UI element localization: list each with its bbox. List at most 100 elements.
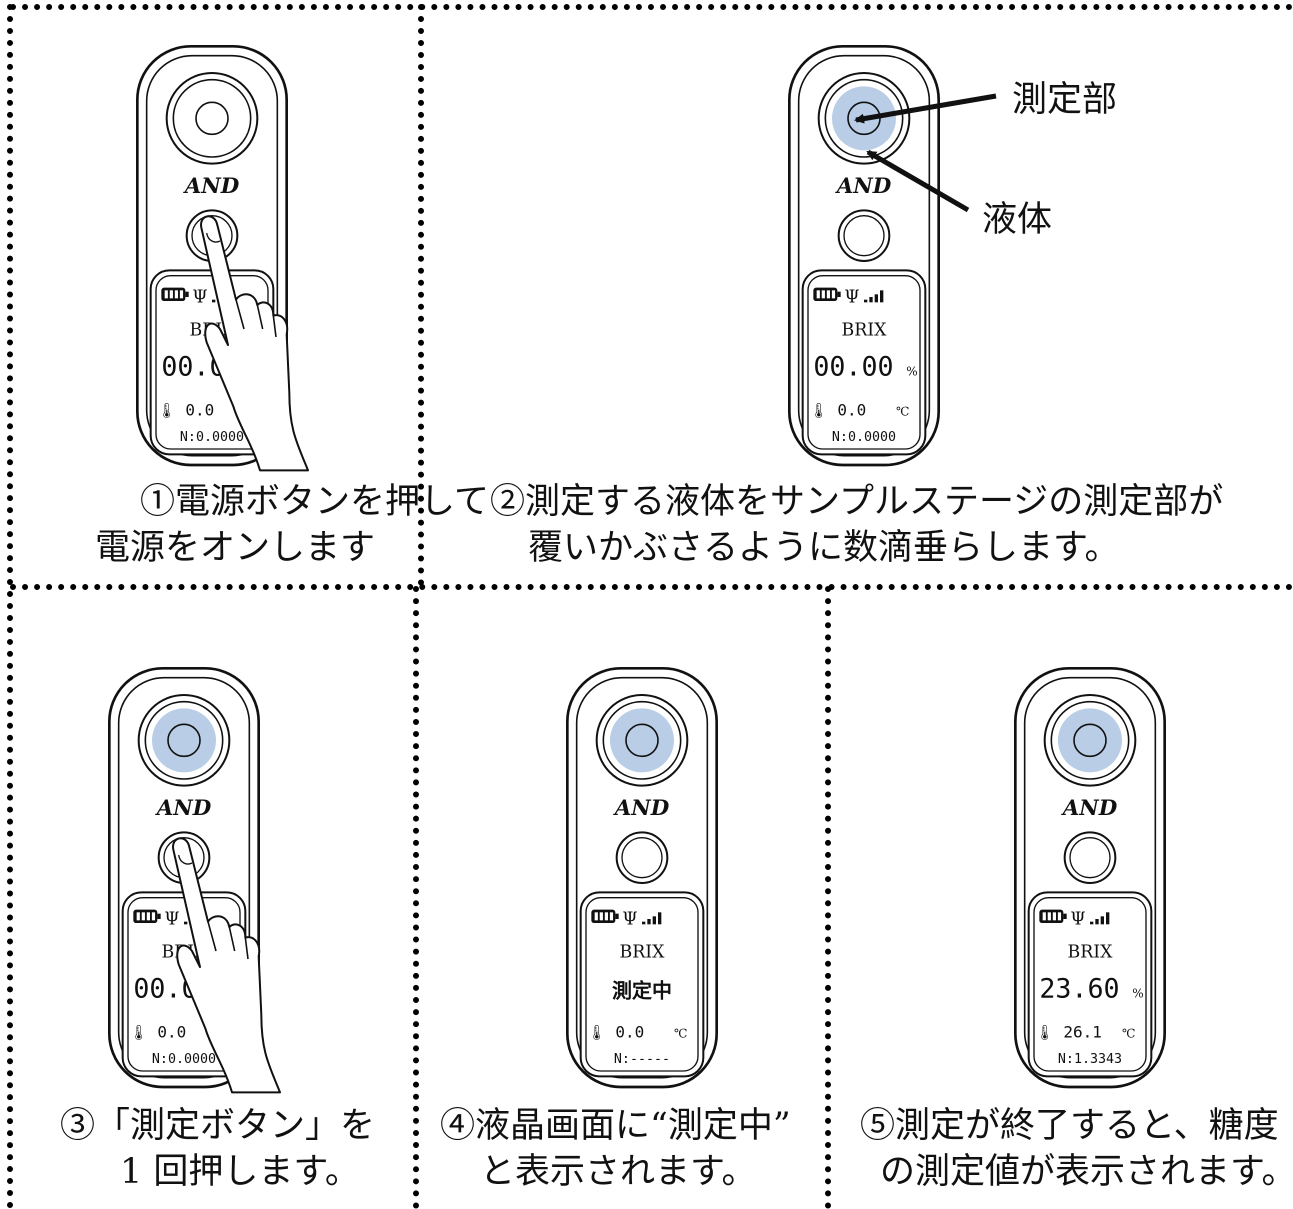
brand-logo: AND — [155, 796, 212, 821]
sample-stage-ring — [144, 700, 224, 780]
signal-icon — [642, 912, 662, 925]
lcd-temperature-unit: ℃ — [674, 1027, 687, 1041]
sample-stage — [137, 693, 231, 787]
measurement-part — [1073, 723, 1107, 758]
step-1-caption-line-2: 電源をオンします — [95, 528, 376, 568]
lcd-refractive-index: N:0.0000 — [832, 430, 896, 445]
finger-hand-icon — [172, 837, 281, 1094]
lcd-mode-label: BRIX — [842, 321, 888, 341]
lcd-temperature: 26.1 — [1063, 1023, 1102, 1042]
liquid-arrow — [866, 149, 970, 213]
lcd-temperature: 0.0 — [157, 1023, 186, 1042]
finger-hand-icon — [200, 215, 309, 472]
device-body-inner — [145, 54, 279, 457]
step-4-caption-line-1: ④液晶画面に“測定中” — [440, 1106, 791, 1146]
thermometer-icon: 🌡 — [809, 403, 828, 420]
sample-stage — [1043, 693, 1137, 787]
antenna-icon: Ψ — [192, 287, 207, 307]
measure-button-inner — [843, 215, 885, 257]
antenna-icon: Ψ — [164, 909, 179, 929]
sample-liquid — [152, 708, 216, 773]
lcd-screen-inner — [807, 275, 921, 450]
antenna-icon: Ψ — [1070, 909, 1085, 929]
sample-stage-ring — [1050, 700, 1130, 780]
sample-stage-ring — [172, 78, 252, 158]
step-2-caption-line-2: 覆いかぶさるように数滴垂らします。 — [528, 528, 1120, 568]
lcd-temperature: 0.0 — [837, 401, 866, 420]
lcd-value: 23.60 — [1039, 974, 1119, 1005]
lcd-refractive-index: N:0.0000 — [180, 430, 244, 445]
battery-icon — [1039, 909, 1067, 923]
top-panel-divider — [418, 4, 424, 586]
liquid-label: 液体 — [982, 200, 1053, 240]
bottom-panel-divider-1 — [413, 586, 419, 1209]
brand-logo: AND — [183, 174, 240, 199]
sample-liquid — [1058, 708, 1122, 773]
sample-liquid — [610, 708, 674, 773]
sample-stage — [595, 693, 689, 787]
middle-divider — [10, 584, 1293, 590]
measure-button — [837, 209, 891, 262]
measure-button — [1063, 831, 1117, 884]
lcd-refractive-index: N:----- — [614, 1052, 670, 1067]
thermometer-icon: 🌡 — [157, 403, 176, 420]
step-4-caption-line-2: と表示されます。 — [480, 1152, 757, 1192]
battery-icon — [591, 909, 619, 923]
step-3-caption-line-1: ③「測定ボタン」を — [60, 1106, 376, 1146]
brand-logo: AND — [613, 796, 670, 821]
battery-icon — [133, 909, 161, 923]
battery-icon — [161, 287, 189, 301]
device-body-inner — [797, 54, 931, 457]
antenna-icon: Ψ — [844, 287, 859, 307]
lcd-mode-label: BRIX — [620, 943, 666, 963]
brand-logo: AND — [1061, 796, 1118, 821]
lcd-screen — [801, 269, 927, 456]
thermometer-icon: 🌡 — [129, 1025, 148, 1042]
step-5-caption-line-2: の測定値が表示されます。 — [880, 1152, 1293, 1192]
measurement-part-label: 測定部 — [1012, 80, 1118, 120]
lcd-refractive-index: N:1.3343 — [1058, 1052, 1122, 1067]
device-body-inner — [117, 676, 251, 1079]
step-3-caption-line-2: 1 回押します。 — [120, 1152, 360, 1192]
top-border — [10, 4, 1293, 10]
sample-stage-ring — [602, 700, 682, 780]
lcd-temperature: 0.0 — [185, 401, 214, 420]
battery-icon — [813, 287, 841, 301]
lcd-value: 測定中 — [612, 979, 672, 1003]
thermometer-icon: 🌡 — [1035, 1025, 1054, 1042]
measurement-part-arrow — [854, 93, 997, 124]
lcd-unit: % — [906, 365, 917, 379]
left-border — [7, 4, 13, 1209]
lcd-unit: % — [1132, 987, 1143, 1001]
thermometer-icon: 🌡 — [587, 1025, 606, 1042]
measurement-part — [195, 101, 229, 136]
sample-stage-ring — [824, 78, 904, 158]
lcd-screen-inner — [585, 896, 699, 1072]
step-2-caption-line-1: ②測定する液体をサンプルステージの測定部が — [490, 482, 1224, 522]
lcd-mode-label: BRIX — [1068, 943, 1114, 963]
device-body-inner — [575, 676, 709, 1079]
lcd-temperature-unit: ℃ — [1122, 1027, 1135, 1041]
refractometer-device: AND Ψ BRIX 00.00% 🌡 0.0 ℃N:0.0000 — [788, 45, 940, 467]
lcd-screen — [1027, 891, 1153, 1078]
antenna-icon: Ψ — [622, 909, 637, 929]
sample-stage — [165, 71, 259, 165]
signal-icon — [864, 290, 884, 303]
measurement-part — [625, 723, 659, 758]
measure-button-inner — [621, 837, 663, 879]
refractometer-device: AND Ψ BRIX 23.60% 🌡 26.1 ℃N:1.3343 — [1014, 667, 1166, 1089]
lcd-temperature-unit: ℃ — [896, 405, 909, 419]
lcd-refractive-index: N:0.0000 — [152, 1052, 216, 1067]
step-5-caption-line-1: ⑤測定が終了すると、糖度 — [860, 1106, 1279, 1146]
bottom-panel-divider-2 — [825, 586, 831, 1209]
brand-logo: AND — [835, 174, 892, 199]
measure-button — [615, 831, 669, 884]
measure-button-inner — [1069, 837, 1111, 879]
lcd-value: 00.00 — [813, 352, 893, 383]
device-body-inner — [1023, 676, 1157, 1079]
